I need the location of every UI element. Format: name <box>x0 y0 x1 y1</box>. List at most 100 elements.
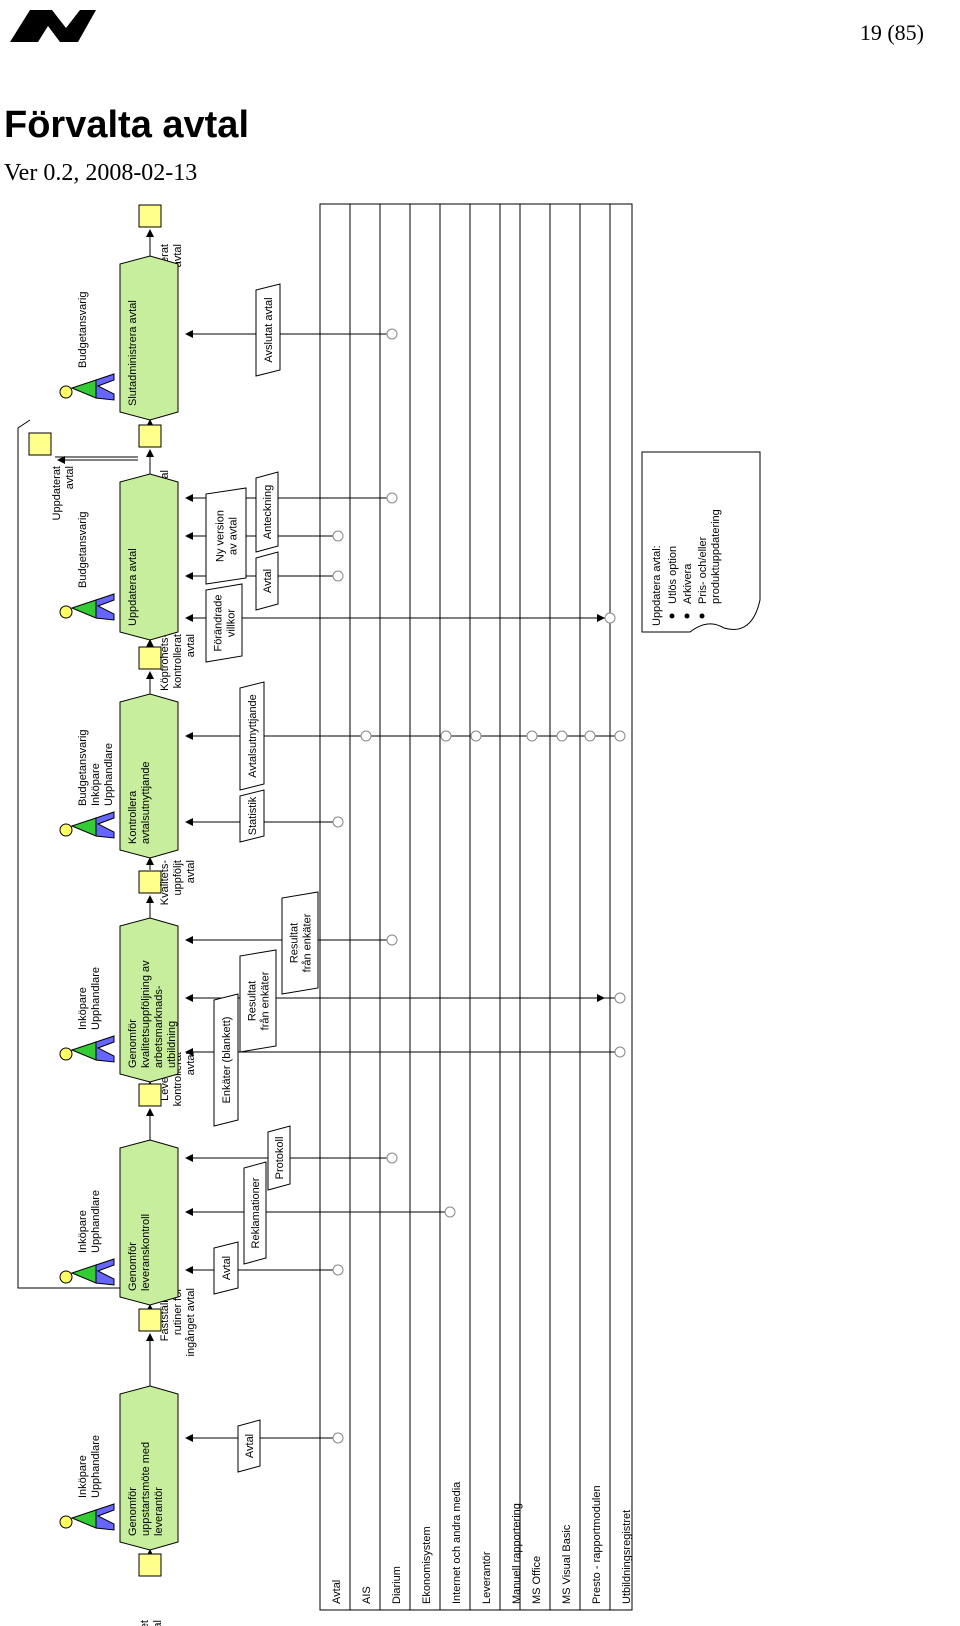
svg-text:produktuppdatering: produktuppdatering <box>710 509 722 604</box>
state-box <box>138 424 162 448</box>
system-connector-dot <box>386 492 398 504</box>
document-d5 <box>213 993 239 1127</box>
document-d13 <box>255 471 279 553</box>
svg-text:MS Visual Basic: MS Visual Basic <box>561 1524 573 1604</box>
svg-text:Slutadministrera avtal: Slutadministrera avtal <box>127 300 139 406</box>
system-connector-dot <box>556 730 568 742</box>
state-box <box>138 1083 162 1107</box>
svg-text:Budgetansvarig: Budgetansvarig <box>77 292 89 368</box>
svg-text:utbildning: utbildning <box>166 1021 178 1068</box>
document-d10 <box>205 583 243 663</box>
process-p3 <box>119 917 179 1083</box>
svg-text:Enkäter (blankett): Enkäter (blankett) <box>221 1017 233 1104</box>
svg-text:avtal: avtal <box>185 860 197 883</box>
note-title: Uppdatera avtal: <box>651 545 663 626</box>
svg-text:Ingånget: Ingånget <box>139 1620 151 1626</box>
svg-text:Avtalsutnyttjande: Avtalsutnyttjande <box>247 694 259 778</box>
svg-text:Ekonomisystem: Ekonomisystem <box>421 1526 433 1604</box>
document-d3 <box>243 1161 267 1265</box>
svg-text:avtal: avtal <box>185 1052 197 1075</box>
system-label: Avtal <box>331 1580 343 1604</box>
svg-text:Presto - rapportmodulen: Presto - rapportmodulen <box>591 1485 603 1604</box>
svg-text:avtalsutnyttjande: avtalsutnyttjande <box>140 761 152 844</box>
svg-text:AIS: AIS <box>361 1586 373 1604</box>
svg-text:kvalitetsuppföljning av: kvalitetsuppföljning av <box>140 960 152 1068</box>
svg-text:uppföljt: uppföljt <box>172 860 184 895</box>
document-d8 <box>239 789 265 843</box>
svg-text:Protokoll: Protokoll <box>274 1137 286 1180</box>
document-d14 <box>255 283 281 377</box>
svg-text:ingånget avtal: ingånget avtal <box>185 1288 197 1357</box>
svg-text:uppstartsmöte med: uppstartsmöte med <box>140 1442 152 1536</box>
svg-text:av avtal: av avtal <box>228 517 240 555</box>
document-label: Avtal <box>221 1256 233 1280</box>
state-box <box>138 1553 162 1577</box>
page-title: Förvalta avtal <box>4 104 249 146</box>
document-d11 <box>205 487 247 585</box>
svg-text:villkor: villkor <box>226 609 238 637</box>
svg-text:Utbildningsregistret: Utbildningsregistret <box>621 1510 633 1604</box>
actor-icon <box>59 1258 115 1286</box>
document-label: Anteckning <box>262 485 274 539</box>
svg-text:Diarium: Diarium <box>391 1566 403 1604</box>
svg-text:Uppdatera avtal: Uppdatera avtal <box>127 548 139 626</box>
svg-text:Ny version: Ny version <box>215 510 227 562</box>
svg-text:Inköpare: Inköpare <box>77 987 89 1030</box>
svg-text:Förändrade: Förändrade <box>213 595 225 652</box>
system-connector-dot <box>614 730 626 742</box>
system-label: AIS <box>361 1586 373 1604</box>
svg-text:Upphandlare: Upphandlare <box>103 743 115 806</box>
svg-text:Upphandlare: Upphandlare <box>90 1190 102 1253</box>
actor-icon <box>59 593 115 621</box>
system-connector-dot <box>470 730 482 742</box>
actor-icon <box>59 811 115 839</box>
document-label: Reklamationer <box>250 1177 262 1248</box>
system-connector-dot <box>360 730 372 742</box>
system-connector-dot <box>332 816 344 828</box>
document-label: Protokoll <box>274 1137 286 1180</box>
svg-text:leverantör: leverantör <box>153 1487 165 1536</box>
system-label: Utbildningsregistret <box>621 1510 633 1604</box>
state-box <box>28 432 52 456</box>
svg-text:Reklamationer: Reklamationer <box>250 1177 262 1248</box>
company-logo <box>10 10 96 42</box>
svg-text:Leverantör: Leverantör <box>481 1551 493 1604</box>
system-connector-dot <box>332 570 344 582</box>
system-label: Diarium <box>391 1566 403 1604</box>
note-item: Arkivera <box>682 563 694 604</box>
system-connector-dot <box>386 934 398 946</box>
svg-text:Inköpare: Inköpare <box>77 1210 89 1253</box>
system-connector-dot <box>614 1046 626 1058</box>
system-label: Leverantör <box>481 1551 493 1604</box>
bullet-icon <box>699 613 705 619</box>
document-d1 <box>237 1419 261 1473</box>
actor-icon <box>59 1035 115 1063</box>
process-p4 <box>119 693 179 859</box>
svg-text:avtal: avtal <box>64 466 76 489</box>
document-label: Statistik <box>247 796 259 835</box>
svg-text:Genomför: Genomför <box>127 1242 139 1291</box>
svg-text:Anteckning: Anteckning <box>262 485 274 539</box>
state-box <box>138 1308 162 1332</box>
document-label: Avtalsutnyttjande <box>247 694 259 778</box>
svg-text:Upphandlare: Upphandlare <box>90 967 102 1030</box>
svg-text:leveranskontroll: leveranskontroll <box>140 1214 152 1291</box>
process-roles: Budgetansvarig <box>77 292 89 368</box>
svg-text:MS Office: MS Office <box>531 1556 543 1604</box>
svg-text:Avtal: Avtal <box>221 1256 233 1280</box>
svg-text:Pris- och/eller: Pris- och/eller <box>697 536 709 604</box>
document-d6 <box>239 949 277 1053</box>
system-connector-dot <box>584 730 596 742</box>
svg-text:Avslutat avtal: Avslutat avtal <box>263 297 275 362</box>
